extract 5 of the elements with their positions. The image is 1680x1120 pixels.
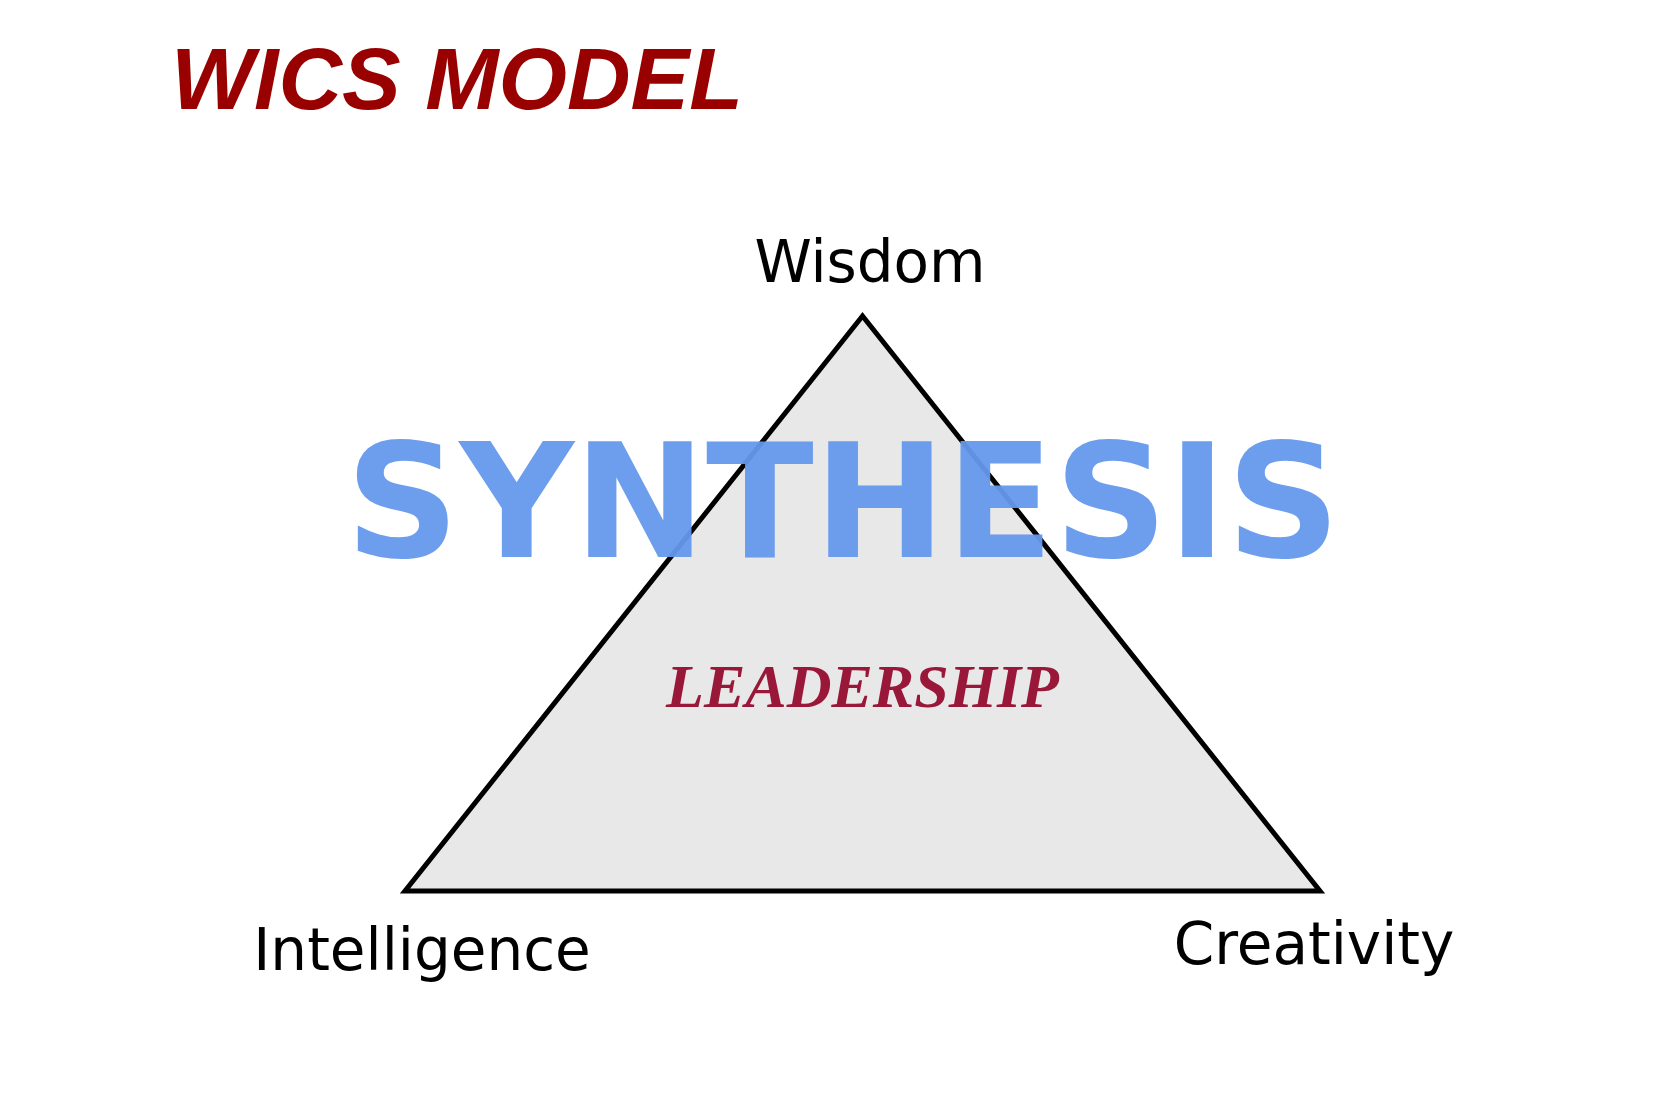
vertex-label: Creativity: [1173, 910, 1455, 978]
vertex-label: Wisdom: [754, 228, 986, 296]
vertex-label: Intelligence: [253, 916, 591, 984]
diagram-title: WICS MODEL: [171, 28, 743, 130]
triangle-label: LEADERSHIP: [664, 651, 1061, 722]
